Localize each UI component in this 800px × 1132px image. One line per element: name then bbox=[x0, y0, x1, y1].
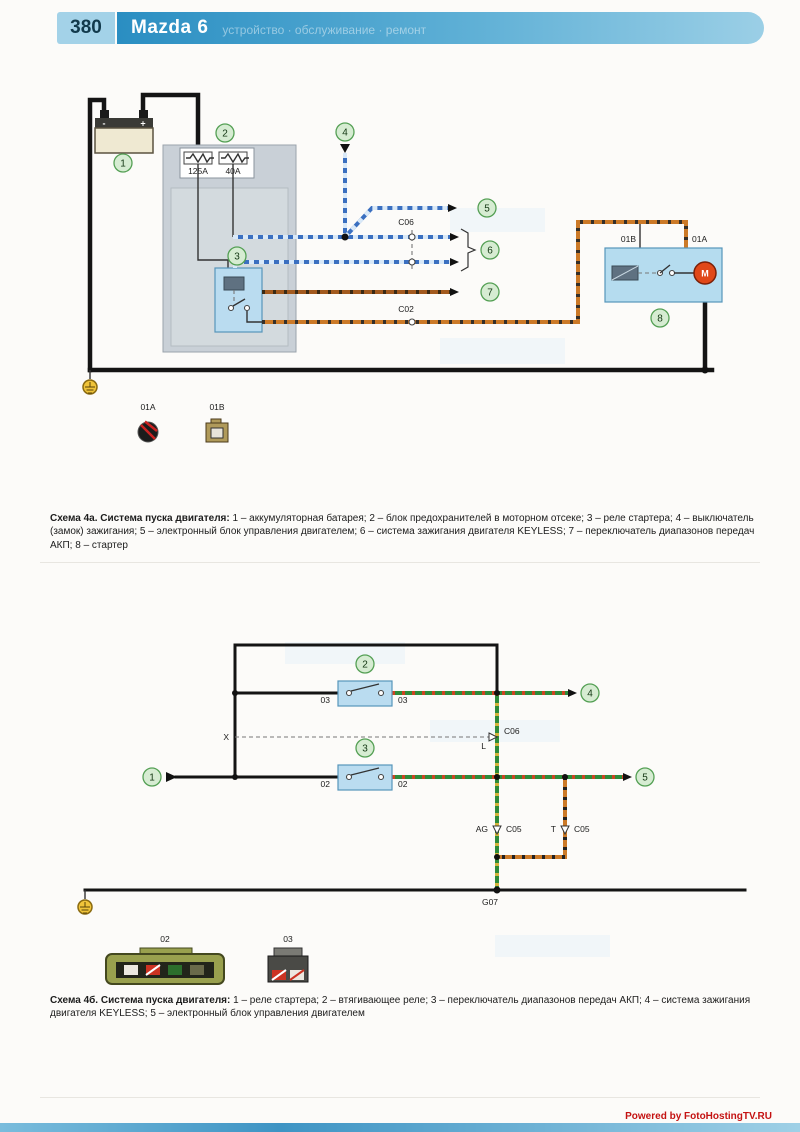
connector-c02-label: C02 bbox=[398, 304, 414, 314]
footer-divider bbox=[40, 1097, 760, 1098]
brand-title: Mazda 6 bbox=[131, 17, 209, 38]
callouts-a: 1 2 3 4 5 6 7 8 bbox=[113, 122, 670, 328]
legend-connectors: 01A 01B bbox=[137, 402, 229, 443]
section-divider bbox=[40, 562, 760, 563]
label-l: L bbox=[481, 741, 486, 751]
callout-4: 4 bbox=[342, 128, 348, 139]
callout-3: 3 bbox=[362, 744, 368, 755]
callout-3: 3 bbox=[234, 252, 240, 263]
plug-02-label: 02 bbox=[160, 934, 170, 944]
relay2-pin-left: 03 bbox=[321, 695, 331, 705]
akp-range-switch-wire bbox=[262, 288, 459, 296]
wiring-diagram-4a: - + 125A 40A bbox=[82, 92, 723, 443]
label-g07: G07 bbox=[482, 897, 498, 907]
connectors-c05: AG C05 T C05 bbox=[476, 824, 590, 836]
brand-subtitle: устройство · обслуживание · ремонт bbox=[222, 22, 427, 37]
relay2-pin-right: 03 bbox=[398, 695, 408, 705]
solenoid-relay-2: 03 03 bbox=[321, 680, 408, 707]
callout-8: 8 bbox=[657, 314, 663, 325]
battery: - + bbox=[94, 110, 154, 154]
brand-bar: Mazda 6 устройство · обслуживание · ремо… bbox=[117, 12, 764, 44]
ground-wiring: G07 bbox=[77, 886, 747, 915]
akp-switch-3: 02 02 bbox=[321, 764, 408, 791]
connector-c02: C02 bbox=[398, 304, 416, 326]
label-c05-right: C05 bbox=[574, 824, 590, 834]
callouts-b: 1 2 3 4 5 bbox=[142, 654, 655, 787]
caption-4b-title: Схема 4б. Система пуска двигателя: bbox=[50, 995, 231, 1006]
keyless-bracket bbox=[460, 228, 477, 272]
starter-motor-icon bbox=[693, 261, 717, 285]
callout-5: 5 bbox=[642, 773, 648, 784]
plug-02: 02 bbox=[105, 934, 225, 985]
relay3-pin-right: 02 bbox=[398, 779, 408, 789]
label-x: X bbox=[223, 732, 229, 742]
pin-01b-label: 01B bbox=[621, 234, 636, 244]
watermarks bbox=[440, 208, 565, 364]
callout-5: 5 bbox=[484, 204, 490, 215]
callout-1: 1 bbox=[120, 159, 126, 170]
feed-lines bbox=[166, 643, 499, 782]
page-header: 380 Mazda 6 устройство · обслуживание · … bbox=[57, 12, 764, 44]
connector-c06: C06 bbox=[398, 217, 416, 270]
caption-4a-title: Схема 4а. Система пуска двигателя: bbox=[50, 513, 230, 524]
callout-4: 4 bbox=[587, 689, 593, 700]
callout-6: 6 bbox=[487, 246, 493, 257]
watermarks bbox=[285, 642, 610, 957]
label-c05-left: C05 bbox=[506, 824, 522, 834]
label-c06: C06 bbox=[504, 726, 520, 736]
ground-symbol bbox=[82, 370, 98, 395]
caption-4b-body: 1 – реле стартера; 2 – втягивающее реле;… bbox=[50, 995, 751, 1020]
starter-solenoid-wire bbox=[262, 220, 688, 324]
page-number: 380 bbox=[57, 12, 115, 44]
callout-2: 2 bbox=[362, 660, 368, 671]
fuse-box: 125A 40A bbox=[162, 144, 297, 353]
relay3-pin-left: 02 bbox=[321, 779, 331, 789]
plug-03: 03 bbox=[267, 934, 309, 983]
label-ag: AG bbox=[476, 824, 488, 834]
caption-schema-4a: Схема 4а. Система пуска двигателя: 1 – а… bbox=[50, 512, 764, 552]
bottom-accent-bar bbox=[0, 1123, 800, 1132]
striped-wires bbox=[392, 689, 632, 890]
starter-unit: 01B 01A M bbox=[604, 234, 723, 303]
wiring-diagram-4b: X L C06 03 03 02 02 AG C05 T bbox=[77, 642, 747, 985]
x-l-link: X L C06 bbox=[223, 726, 520, 751]
pin-01a-label: 01A bbox=[692, 234, 707, 244]
legend-01b-label: 01B bbox=[209, 402, 224, 412]
battery-plus-sign: + bbox=[140, 119, 145, 129]
legend-01a-label: 01A bbox=[140, 402, 155, 412]
battery-minus-sign: - bbox=[103, 119, 106, 129]
callout-7: 7 bbox=[487, 288, 493, 299]
caption-4a-body: 1 – аккумуляторная батарея; 2 – блок пре… bbox=[50, 513, 755, 551]
plug-03-label: 03 bbox=[283, 934, 293, 944]
connector-01b-icon bbox=[205, 418, 229, 443]
callout-1: 1 bbox=[149, 773, 155, 784]
motor-label: M bbox=[701, 269, 709, 279]
caption-schema-4b: Схема 4б. Система пуска двигателя: 1 – р… bbox=[50, 994, 764, 1021]
hosting-credit: Powered by FotoHostingTV.RU bbox=[625, 1111, 772, 1122]
connector-c06-label: C06 bbox=[398, 217, 414, 227]
starter-relay bbox=[214, 267, 263, 333]
label-t: T bbox=[551, 824, 556, 834]
callout-2: 2 bbox=[222, 129, 228, 140]
